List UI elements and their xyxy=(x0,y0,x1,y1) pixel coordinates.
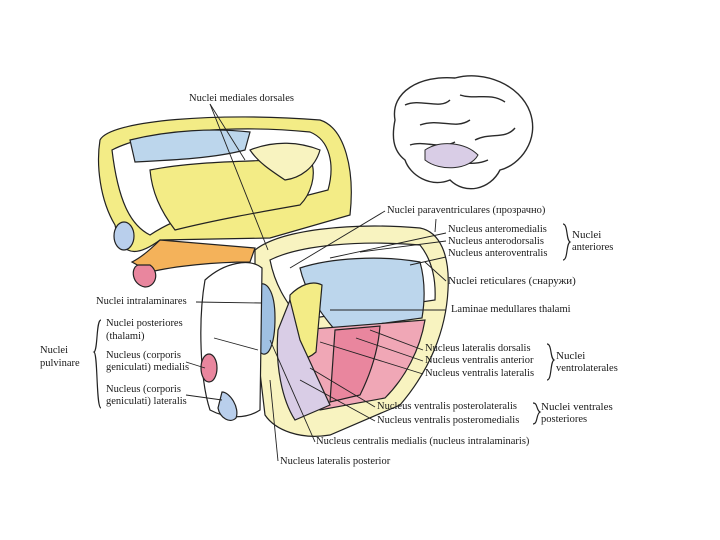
label-nuclei-anteriores-2: anteriores xyxy=(572,242,614,253)
label-corporis-lat-2: geniculati) lateralis xyxy=(106,396,187,407)
label-nuclei-mediales-dorsales: Nuclei mediales dorsales xyxy=(189,93,294,104)
label-nuclei-paraventriculares: Nuclei paraventriculares (прозрачно) xyxy=(387,205,546,216)
label-nuclei-ventrales-post-1: Nuclei ventrales xyxy=(541,401,613,413)
label-corporis-med-2: geniculati) medialis xyxy=(106,362,190,373)
left-thalamus-block xyxy=(97,116,352,288)
label-nucleus-lateralis-posterior: Nucleus lateralis posterior xyxy=(280,456,391,467)
label-nuclei-posteriores-1: Nuclei posteriores xyxy=(106,318,183,329)
label-nucleus-ventralis-anterior: Nucleus ventralis anterior xyxy=(425,355,534,366)
label-nuclei-reticulares: Nuclei reticulares (снаружи) xyxy=(448,275,576,287)
label-laminae-medullares-thalami: Laminae medullares thalami xyxy=(451,304,571,315)
label-nucleus-lateralis-dorsalis: Nucleus lateralis dorsalis xyxy=(425,343,531,354)
label-nucleus-centralis-medialis: Nucleus centralis medialis (nucleus intr… xyxy=(316,436,530,447)
label-corporis-med-1: Nucleus (corporis xyxy=(106,350,181,361)
label-corporis-lat-1: Nucleus (corporis xyxy=(106,384,181,395)
label-nuclei-ventrolaterales-2: ventrolaterales xyxy=(556,363,618,374)
label-nucleus-anteroventralis: Nucleus anteroventralis xyxy=(448,248,548,259)
label-nucleus-ventralis-posteromedialis: Nucleus ventralis posteromedialis xyxy=(377,415,520,426)
leader-lines xyxy=(185,103,447,462)
label-nuclei-posteriores-2: (thalami) xyxy=(106,331,145,342)
label-nuclei-anteriores-1: Nuclei xyxy=(572,229,602,241)
label-nuclei-pulvinare-1: Nuclei xyxy=(40,345,68,356)
label-nucleus-ventralis-lateralis: Nucleus ventralis lateralis xyxy=(425,368,535,379)
label-nucleus-ventralis-posterolateralis: Nucleus ventralis posterolateralis xyxy=(377,401,517,412)
posterior-small-block xyxy=(200,262,263,421)
label-nuclei-ventrales-post-2: posteriores xyxy=(541,414,588,425)
label-nuclei-pulvinare-2: pulvinare xyxy=(40,358,80,369)
label-nuclei-intralaminares: Nuclei intralaminares xyxy=(96,296,187,307)
label-nucleus-anteromedialis: Nucleus anteromedialis xyxy=(448,224,547,235)
brain-inset-icon xyxy=(392,75,534,190)
label-nuclei-ventrolaterales-1: Nuclei xyxy=(556,350,586,362)
braces xyxy=(92,223,572,425)
label-nucleus-anterodorsalis: Nucleus anterodorsalis xyxy=(448,236,544,247)
